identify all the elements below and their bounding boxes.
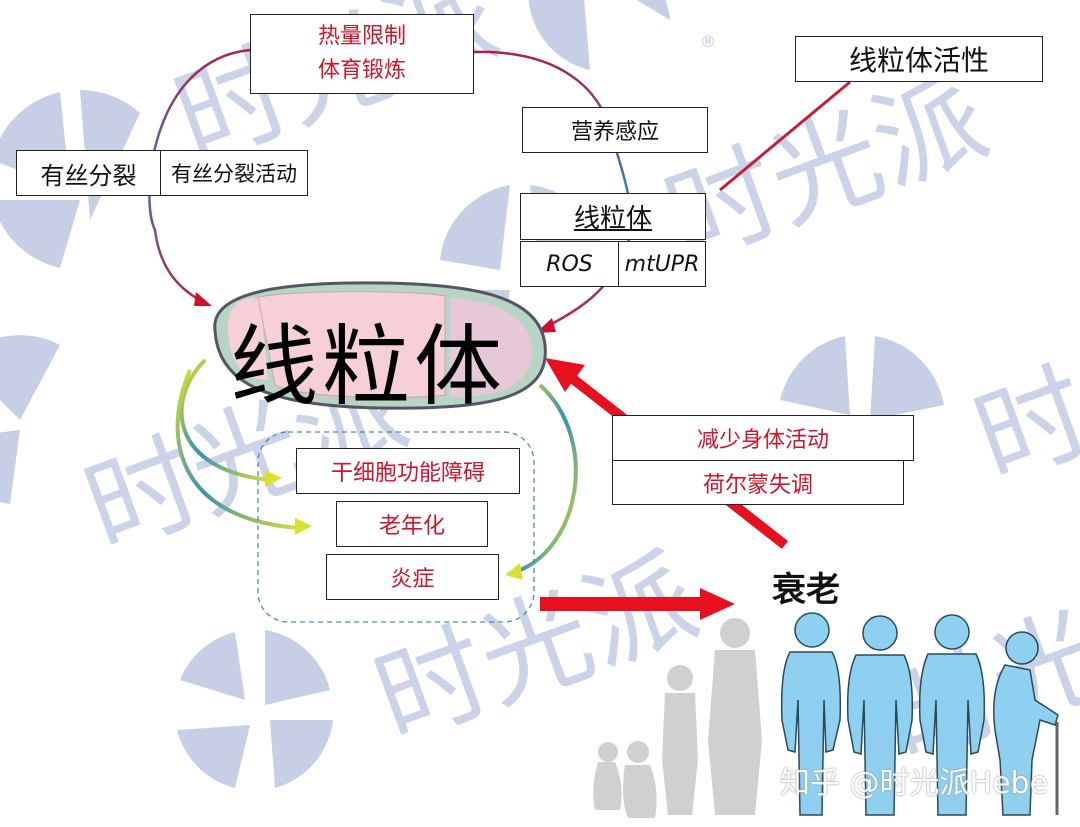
aging-arrow xyxy=(540,597,700,611)
factor-activity-box: 减少身体活动 xyxy=(612,415,914,461)
adult-figure-icon xyxy=(846,615,914,816)
curve-arrow-outcome-3 xyxy=(514,383,578,574)
mito-header-label: 线粒体 xyxy=(573,204,652,234)
child-figure-icon xyxy=(662,665,698,815)
blue-adult-figures xyxy=(780,612,1059,816)
outcome-aging-box: 老年化 xyxy=(336,501,488,547)
curve-arrow-outcome-1 xyxy=(179,358,271,482)
curve-arrow-right xyxy=(473,50,633,332)
teen-figure-icon xyxy=(708,618,762,815)
mitosis-activity-label: 有丝分裂活动 xyxy=(171,162,297,186)
ros-label: ROS xyxy=(546,251,593,277)
baby-figure-icon xyxy=(593,742,622,810)
mitochondrion-label: 线粒体 xyxy=(230,315,507,418)
mtupr-label: mtUPR xyxy=(624,251,700,277)
nutrient-sensing-label: 营养感应 xyxy=(570,120,659,145)
watermark-logo-icon xyxy=(177,630,333,788)
adult-figure-icon xyxy=(918,614,986,816)
outcome-stem-cell-label: 干细胞功能障碍 xyxy=(330,461,485,486)
arrowhead-icon xyxy=(265,470,282,487)
mito-activity-label: 线粒体活性 xyxy=(848,44,989,77)
adult-figure-icon xyxy=(780,612,842,816)
factor-hormone-box: 荷尔蒙失调 xyxy=(612,460,904,505)
arrowhead-icon xyxy=(545,358,585,392)
outcome-aging-label: 老年化 xyxy=(378,514,445,539)
nutrient-sensing-box: 营养感应 xyxy=(522,107,708,153)
mitosis-activity-box: 有丝分裂活动 xyxy=(160,150,308,196)
credit-watermark: 知乎 @时光派Hebe xyxy=(780,766,1049,801)
intervention-calorie-restriction: 热量限制 xyxy=(317,24,406,49)
factor-hormone-label: 荷尔蒙失调 xyxy=(702,472,813,498)
arrowhead-icon xyxy=(194,292,212,306)
curve-arrow-outcome-2 xyxy=(175,369,301,530)
outcome-inflammation-label: 炎症 xyxy=(390,567,435,592)
mito-inner-right xyxy=(450,298,532,398)
outcome-stem-cell-box: 干细胞功能障碍 xyxy=(296,448,520,494)
mitosis-label: 有丝分裂 xyxy=(40,161,137,190)
intervention-exercise: 体育锻炼 xyxy=(317,58,406,83)
outcomes-group xyxy=(257,431,535,623)
outcome-inflammation-box: 炎症 xyxy=(326,554,499,600)
toddler-figure-icon xyxy=(623,741,657,818)
mito-header-box: 线粒体 xyxy=(520,193,706,240)
watermark-logo-icon xyxy=(528,0,670,70)
mito-inner-center xyxy=(257,291,446,398)
ros-cell: ROS xyxy=(520,241,619,287)
elderly-figure-icon xyxy=(993,631,1059,816)
activity-line xyxy=(719,80,851,192)
watermark-logo-icon xyxy=(0,335,60,504)
mito-inner-left xyxy=(227,298,268,380)
aging-label: 衰老 xyxy=(772,570,840,610)
arrowhead-icon xyxy=(700,588,735,620)
registered-mark: ® xyxy=(700,32,716,51)
mtupr-cell: mtUPR xyxy=(618,241,706,287)
interventions-box: 热量限制 体育锻炼 xyxy=(250,14,474,94)
factor-activity-label: 减少身体活动 xyxy=(696,428,829,453)
arrowhead-icon xyxy=(505,563,523,580)
mito-activity-box: 线粒体活性 xyxy=(795,36,1043,82)
gray-growth-figures xyxy=(593,618,762,818)
mitosis-box: 有丝分裂 xyxy=(16,150,161,196)
arrowhead-icon xyxy=(295,518,312,535)
curve-arrow-left xyxy=(148,48,251,305)
